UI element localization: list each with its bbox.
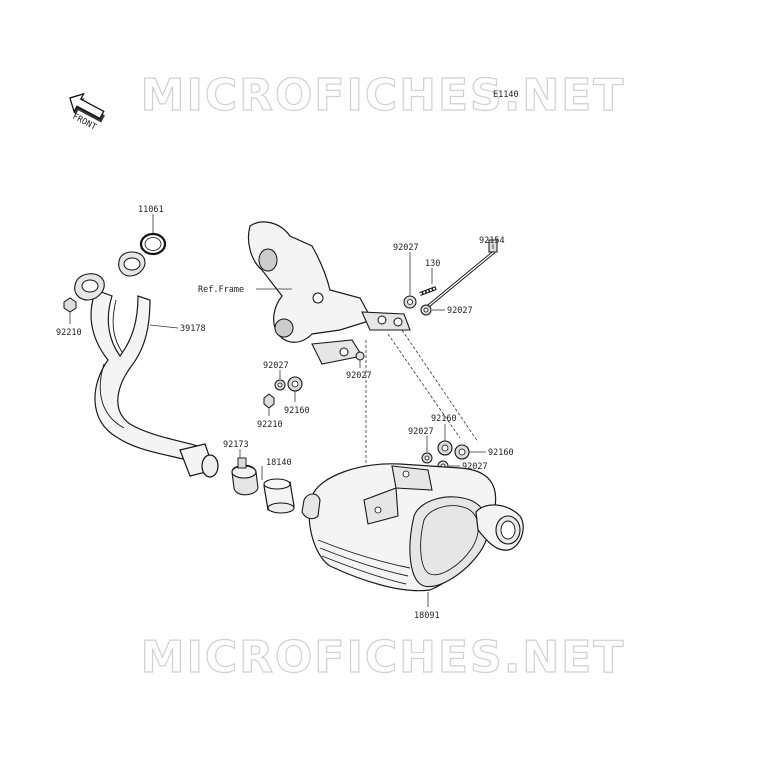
callout-92160-right-upper: 92160 [431,414,457,424]
frame-bracket [247,221,411,365]
callout-92173: 92173 [223,440,249,450]
callout-11061: 11061 [138,205,164,215]
exhaust-header-pipe-39178 [74,251,219,478]
grommet-92160-right-upper [437,440,453,456]
callout-18091: 18091 [414,611,440,621]
washer-topright [420,304,432,316]
callout-92160-left: 92160 [284,406,310,416]
callout-39178: 39178 [180,324,206,334]
bolt-92154 [424,239,498,310]
callout-92027-top: 92027 [393,243,419,253]
connector-pipe-18140 [263,478,295,514]
ref-frame-label: Ref.Frame [198,285,244,295]
grommet-92160-right [454,444,470,460]
bolt-130 [419,286,437,296]
callout-92027-right-mid: 92027 [408,427,434,437]
washer-right-mid [421,452,433,464]
callout-92210-left: 92210 [56,328,82,338]
washer-midleft [274,379,286,391]
diagram-code: E1140 [493,90,519,100]
grommet-92160-left [287,376,303,392]
gasket-11061 [139,232,167,256]
washer-mid [355,351,365,361]
callout-18140: 18140 [266,458,292,468]
grommet-top [403,295,417,309]
muffler-18091 [301,463,524,592]
nut-92210-mid [263,393,275,409]
callout-92027-right-low: 92027 [462,462,488,472]
callout-92027-topright: 92027 [447,306,473,316]
callout-92027-midleft: 92027 [263,361,289,371]
callout-92027-mid: 92027 [346,371,372,381]
clamp-92173 [231,457,259,496]
callout-92154: 92154 [479,236,505,246]
watermark-top: MICROFICHES.NET [140,69,626,121]
callout-130: 130 [425,259,440,269]
nut-92210-left [63,297,77,313]
callout-92210-mid: 92210 [257,420,283,430]
watermark-bottom: MICROFICHES.NET [140,631,626,683]
front-arrow-icon [69,92,105,123]
callout-92160-right: 92160 [488,448,514,458]
